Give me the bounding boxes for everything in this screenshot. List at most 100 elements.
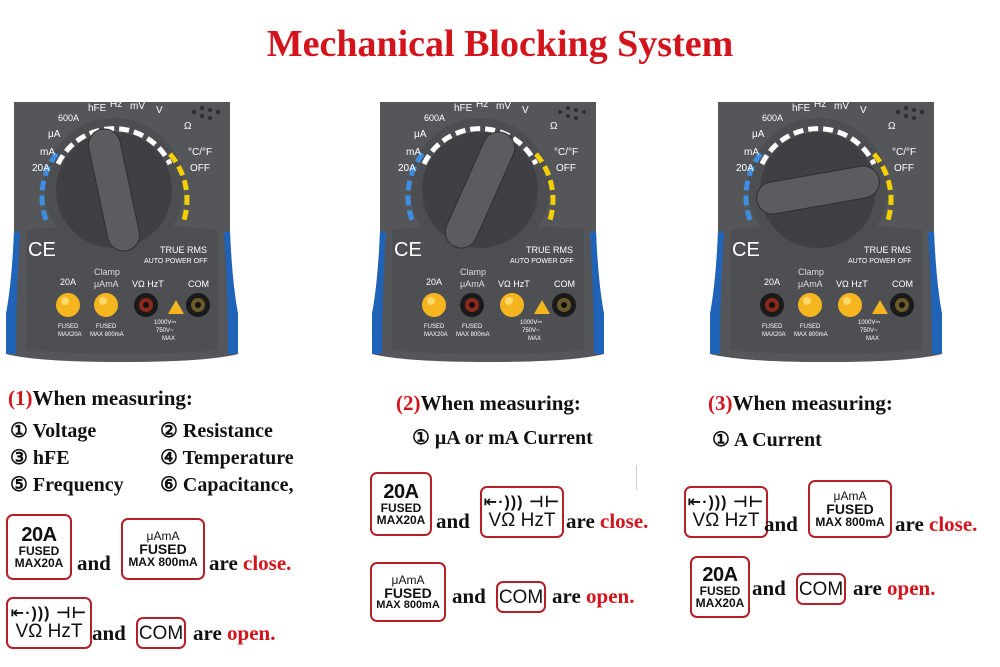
jack-label-20a: 20A — [764, 277, 781, 287]
true-rms-label: TRUE RMS — [864, 245, 911, 255]
col1-are-close: are close. — [209, 551, 292, 575]
multimeter-1 — [6, 92, 238, 362]
fused-20a: FUSED — [424, 324, 445, 330]
page-title: Mechanical Blocking System — [266, 23, 734, 65]
dial-label: 20A — [736, 163, 754, 174]
dial-label: Hz — [814, 99, 827, 110]
fused-20a: FUSED — [762, 324, 783, 330]
jack-socket-4 — [552, 293, 576, 317]
auto-power-off-label: AUTO POWER OFF — [848, 258, 912, 265]
jack-socket-4 — [186, 293, 210, 317]
col1-and-2: and — [92, 621, 126, 645]
dial-label: OFF — [556, 163, 576, 174]
dial-label: mV — [834, 101, 849, 112]
col3-item-a-current: ① A Current — [712, 429, 822, 451]
dial-label: Ω — [184, 121, 192, 132]
dial-label: V — [156, 105, 163, 116]
max-20a: MAX20A — [58, 332, 82, 338]
v-rating-ac: 750V~ — [860, 328, 878, 334]
dial-label: Hz — [110, 99, 123, 110]
dial-label: Ω — [550, 121, 558, 132]
col2-are-close: are close. — [566, 509, 649, 533]
v-rating-dc: 1000V⎓ — [154, 320, 177, 326]
jack-label-vohm: VΩ HzT — [132, 279, 164, 289]
col2-and-1: and — [436, 509, 470, 533]
dial-label: μA — [48, 129, 61, 140]
auto-power-off-label: AUTO POWER OFF — [144, 258, 208, 265]
rotary-knob — [756, 165, 880, 215]
fused-20a: FUSED — [58, 324, 79, 330]
jack-label-clamp: Clamp — [460, 267, 487, 277]
multimeter-3 — [710, 92, 942, 362]
v-rating-ac: 750V~ — [156, 328, 174, 334]
dial-label: 20A — [398, 163, 416, 174]
fused-ma: FUSED — [462, 324, 483, 330]
col2-com-jack-label: COM — [496, 581, 546, 613]
separator — [636, 465, 637, 490]
col2-and-2: and — [452, 584, 486, 608]
ce-mark: CE — [394, 239, 422, 261]
dial-label: mA — [406, 147, 421, 158]
max-800ma: MAX 800mA — [90, 332, 124, 338]
jack-socket-2 — [94, 293, 118, 317]
v-rating-max: MAX — [866, 336, 880, 342]
fused-ma: FUSED — [96, 324, 117, 330]
dial-label: 600A — [58, 113, 80, 123]
dial-label: hFE — [454, 103, 473, 114]
warning-triangle-icon — [872, 300, 888, 314]
fused-ma: FUSED — [800, 324, 821, 330]
jack-label-uama: μAmA — [460, 279, 485, 289]
dial-label: mA — [40, 147, 55, 158]
col3-heading: (3)When measuring: — [708, 391, 893, 415]
col1-com-jack-label: COM — [136, 617, 186, 649]
col3-and-2: and — [752, 576, 786, 600]
jack-socket-1 — [422, 293, 446, 317]
col1-item-temperature: ④ Temperature — [160, 447, 294, 469]
col3-are-close: are close. — [895, 512, 978, 536]
true-rms-label: TRUE RMS — [160, 245, 207, 255]
dial-label: 600A — [424, 113, 446, 123]
max-800ma: MAX 800mA — [794, 332, 828, 338]
col2-item-ua-ma: ① μA or mA Current — [412, 427, 593, 449]
jack-label-com: COM — [554, 279, 575, 289]
v-rating-dc: 1000V⎓ — [858, 320, 881, 326]
dial-label: mV — [496, 101, 511, 112]
multimeter-svg — [372, 102, 604, 362]
dial-label: hFE — [792, 103, 811, 114]
jack-label-vohm: VΩ HzT — [836, 279, 868, 289]
rotary-knob — [444, 131, 516, 249]
multimeter-svg — [6, 102, 238, 362]
dial-label: Hz — [476, 99, 489, 110]
v-rating-max: MAX — [162, 336, 176, 342]
dial-label: OFF — [894, 163, 914, 174]
jack-socket-2 — [798, 293, 822, 317]
jack-socket-4 — [890, 293, 914, 317]
col1-item-capacitance: ⑥ Capacitance, — [160, 474, 294, 496]
dial-label: Ω — [888, 121, 896, 132]
dial-label: hFE — [88, 103, 107, 114]
col2-heading: (2)When measuring: — [396, 391, 581, 415]
col2-are-open: are open. — [552, 584, 635, 608]
jack-label-vohm: VΩ HzT — [498, 279, 530, 289]
jack-label-com: COM — [892, 279, 913, 289]
dial-label: OFF — [190, 163, 210, 174]
col1-item-resistance: ② Resistance — [160, 420, 273, 442]
col3-vohm-jack-label: ⇤·))) ⊣⊢VΩ HzT — [684, 486, 768, 538]
max-800ma: MAX 800mA — [456, 332, 490, 338]
auto-power-off-label: AUTO POWER OFF — [510, 258, 574, 265]
col2-vohm-jack-label: ⇤·))) ⊣⊢VΩ HzT — [480, 486, 564, 538]
jack-socket-3 — [500, 293, 524, 317]
multimeter-2 — [372, 92, 604, 362]
jack-socket-3 — [134, 293, 158, 317]
v-rating-ac: 750V~ — [522, 328, 540, 334]
jack-label-clamp: Clamp — [94, 267, 121, 277]
jack-label-20a: 20A — [60, 277, 77, 287]
multimeter-svg — [710, 102, 942, 362]
jack-socket-3 — [838, 293, 862, 317]
dial-label: °C/°F — [554, 147, 579, 158]
col1-item-voltage: ① Voltage — [10, 420, 97, 442]
dial-label: μA — [414, 129, 427, 140]
